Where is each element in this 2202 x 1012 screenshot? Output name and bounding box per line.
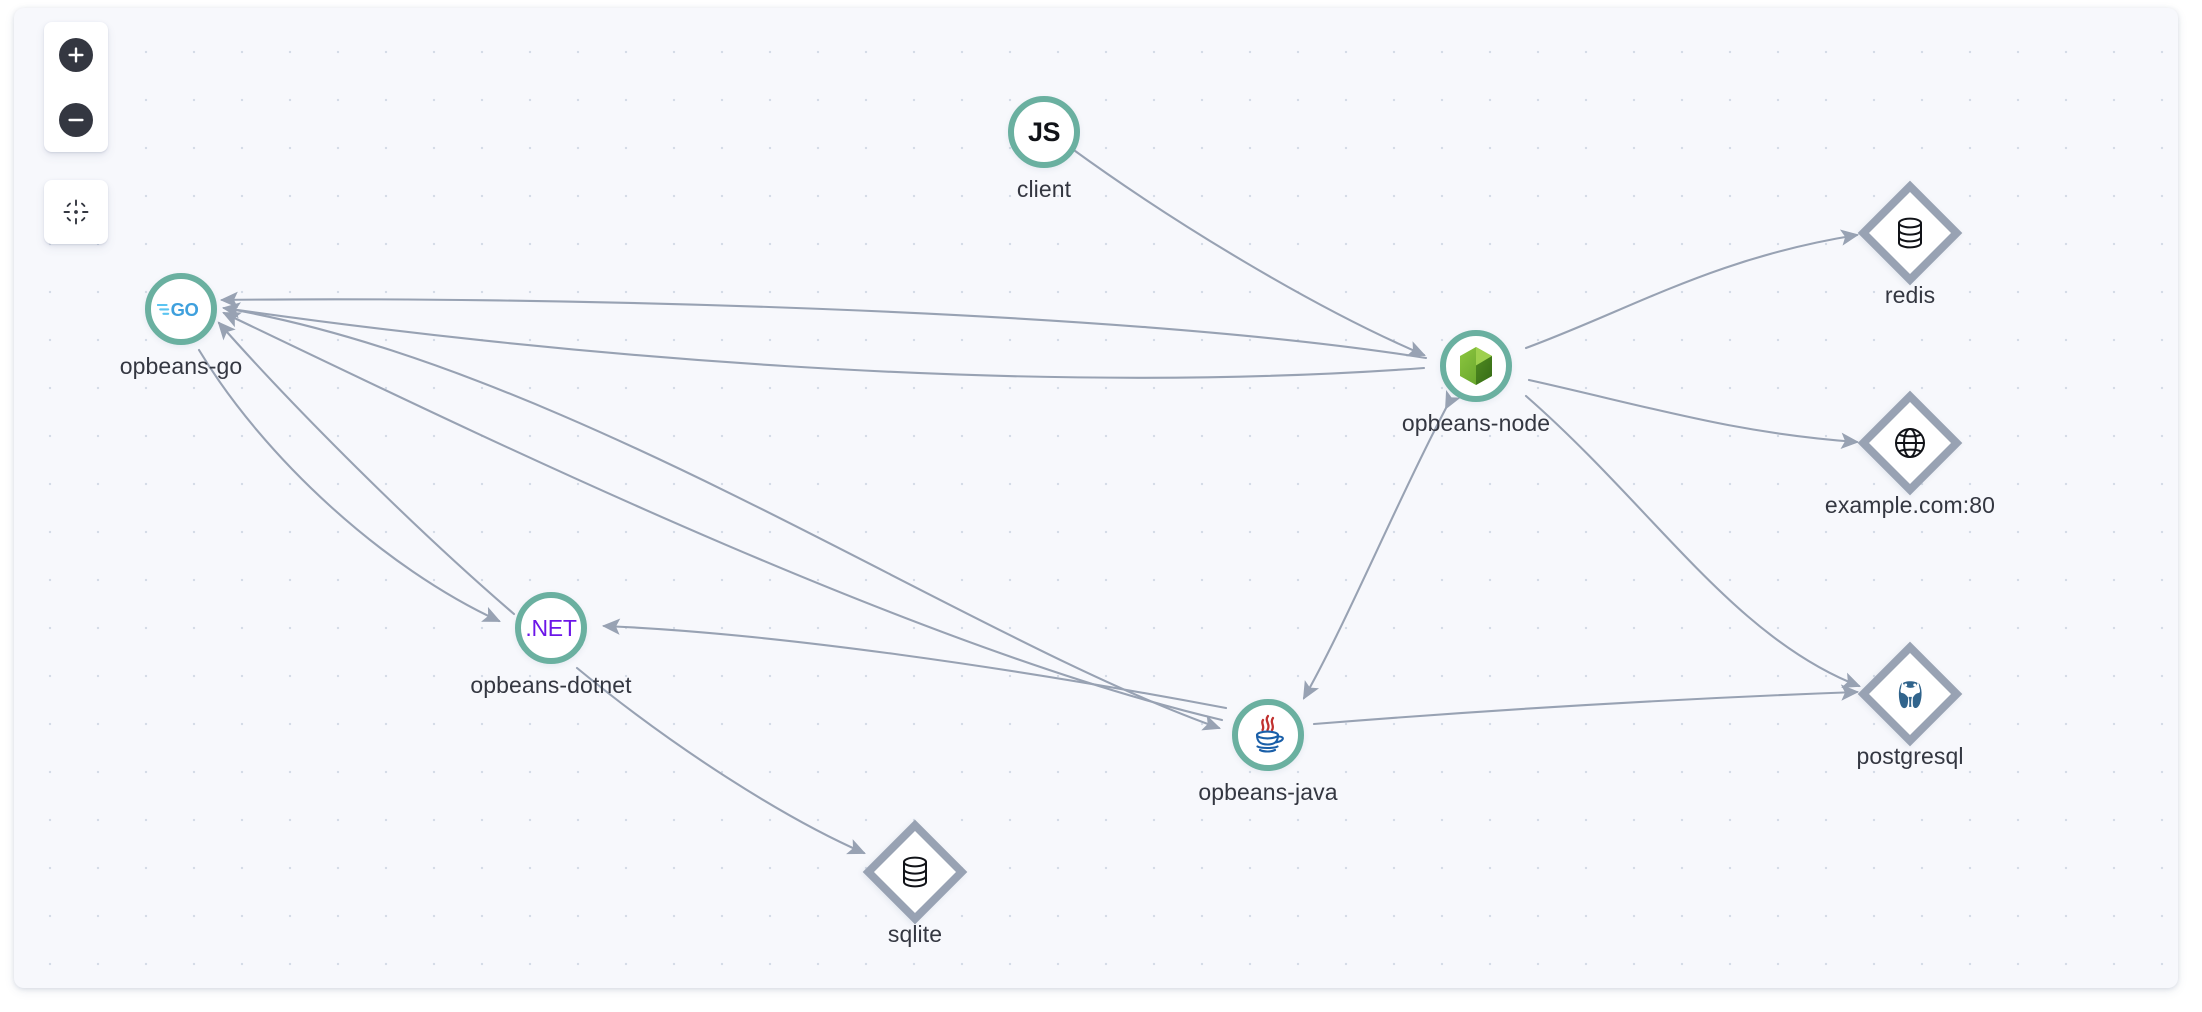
edge-node-to-postgresql: [1524, 394, 1861, 688]
database-icon: [903, 856, 927, 888]
edge-node-to-go: [219, 291, 1428, 360]
opbeans-node-circle[interactable]: [1440, 330, 1512, 402]
zoom-controls: [44, 22, 108, 152]
postgresql-diamond[interactable]: [1857, 641, 1963, 747]
edge-node-java-bidirectional: [1302, 390, 1461, 700]
globe-icon: [1895, 428, 1925, 458]
example-com-diamond[interactable]: [1857, 390, 1963, 496]
edge-bundle-to-go: [221, 302, 1426, 379]
node-label-postgresql: postgresql: [1856, 743, 1964, 769]
nodejs-icon: [1460, 347, 1492, 385]
database-icon: [1898, 217, 1922, 249]
node-opbeans-go[interactable]: GO opbeans-go: [120, 273, 242, 379]
node-label-opbeans-java: opbeans-java: [1198, 779, 1338, 805]
opbeans-dotnet-circle[interactable]: .NET: [515, 592, 587, 664]
center-control: [44, 180, 108, 244]
node-redis[interactable]: redis: [1857, 180, 1963, 308]
node-label-opbeans-node: opbeans-node: [1401, 410, 1551, 436]
edge-go-to-dotnet: [197, 348, 501, 623]
edge-java-to-postgresql: [1312, 684, 1860, 726]
node-example-com[interactable]: example.com:80: [1825, 390, 1995, 518]
plus-icon: [59, 37, 93, 72]
node-label-client: client: [1016, 176, 1072, 202]
client-circle[interactable]: JS: [1008, 96, 1080, 168]
opbeans-java-circle[interactable]: [1232, 699, 1304, 771]
zoom-out-button[interactable]: [52, 96, 100, 144]
edges-layer: [197, 146, 1861, 855]
node-opbeans-dotnet[interactable]: .NET opbeans-dotnet: [470, 592, 632, 698]
edge-node-to-example: [1527, 378, 1860, 450]
edge-dotnet-to-sqlite: [575, 666, 866, 855]
node-opbeans-java[interactable]: opbeans-java: [1198, 699, 1338, 805]
node-label-sqlite: sqlite: [887, 921, 943, 947]
node-label-redis: redis: [1884, 282, 1936, 308]
go-icon: GO: [157, 299, 199, 320]
node-postgresql[interactable]: postgresql: [1856, 641, 1963, 769]
node-opbeans-node[interactable]: opbeans-node: [1402, 330, 1550, 436]
postgresql-icon: [1897, 679, 1924, 710]
opbeans-go-circle[interactable]: GO: [145, 273, 217, 345]
java-icon: [1255, 714, 1284, 753]
dotnet-icon: .NET: [525, 614, 577, 641]
edge-dotnet-to-go: [217, 321, 516, 616]
node-label-opbeans-go: opbeans-go: [119, 353, 243, 379]
svg-text:GO: GO: [171, 299, 199, 320]
edge-java-to-dotnet: [601, 618, 1228, 710]
edge-client-to-node: [1069, 146, 1426, 357]
sqlite-diamond[interactable]: [862, 819, 968, 925]
edge-java-to-go: [222, 311, 1224, 722]
crosshair-icon: [63, 199, 89, 225]
node-label-example-com: example.com:80: [1824, 492, 1996, 518]
redis-diamond[interactable]: [1857, 180, 1963, 286]
center-map-button[interactable]: [52, 188, 100, 236]
node-sqlite[interactable]: sqlite: [862, 819, 968, 947]
edge-go-to-java: [222, 306, 1221, 731]
js-icon: JS: [1027, 116, 1061, 147]
node-client[interactable]: JS client: [1008, 96, 1080, 202]
edge-node-to-redis: [1524, 229, 1860, 350]
minus-icon: [59, 102, 93, 137]
zoom-in-button[interactable]: [52, 31, 100, 79]
grid-background: [14, 8, 2178, 988]
node-label-opbeans-dotnet: opbeans-dotnet: [470, 672, 632, 698]
service-map-canvas[interactable]: JS client GO opbeans-go: [14, 8, 2178, 988]
